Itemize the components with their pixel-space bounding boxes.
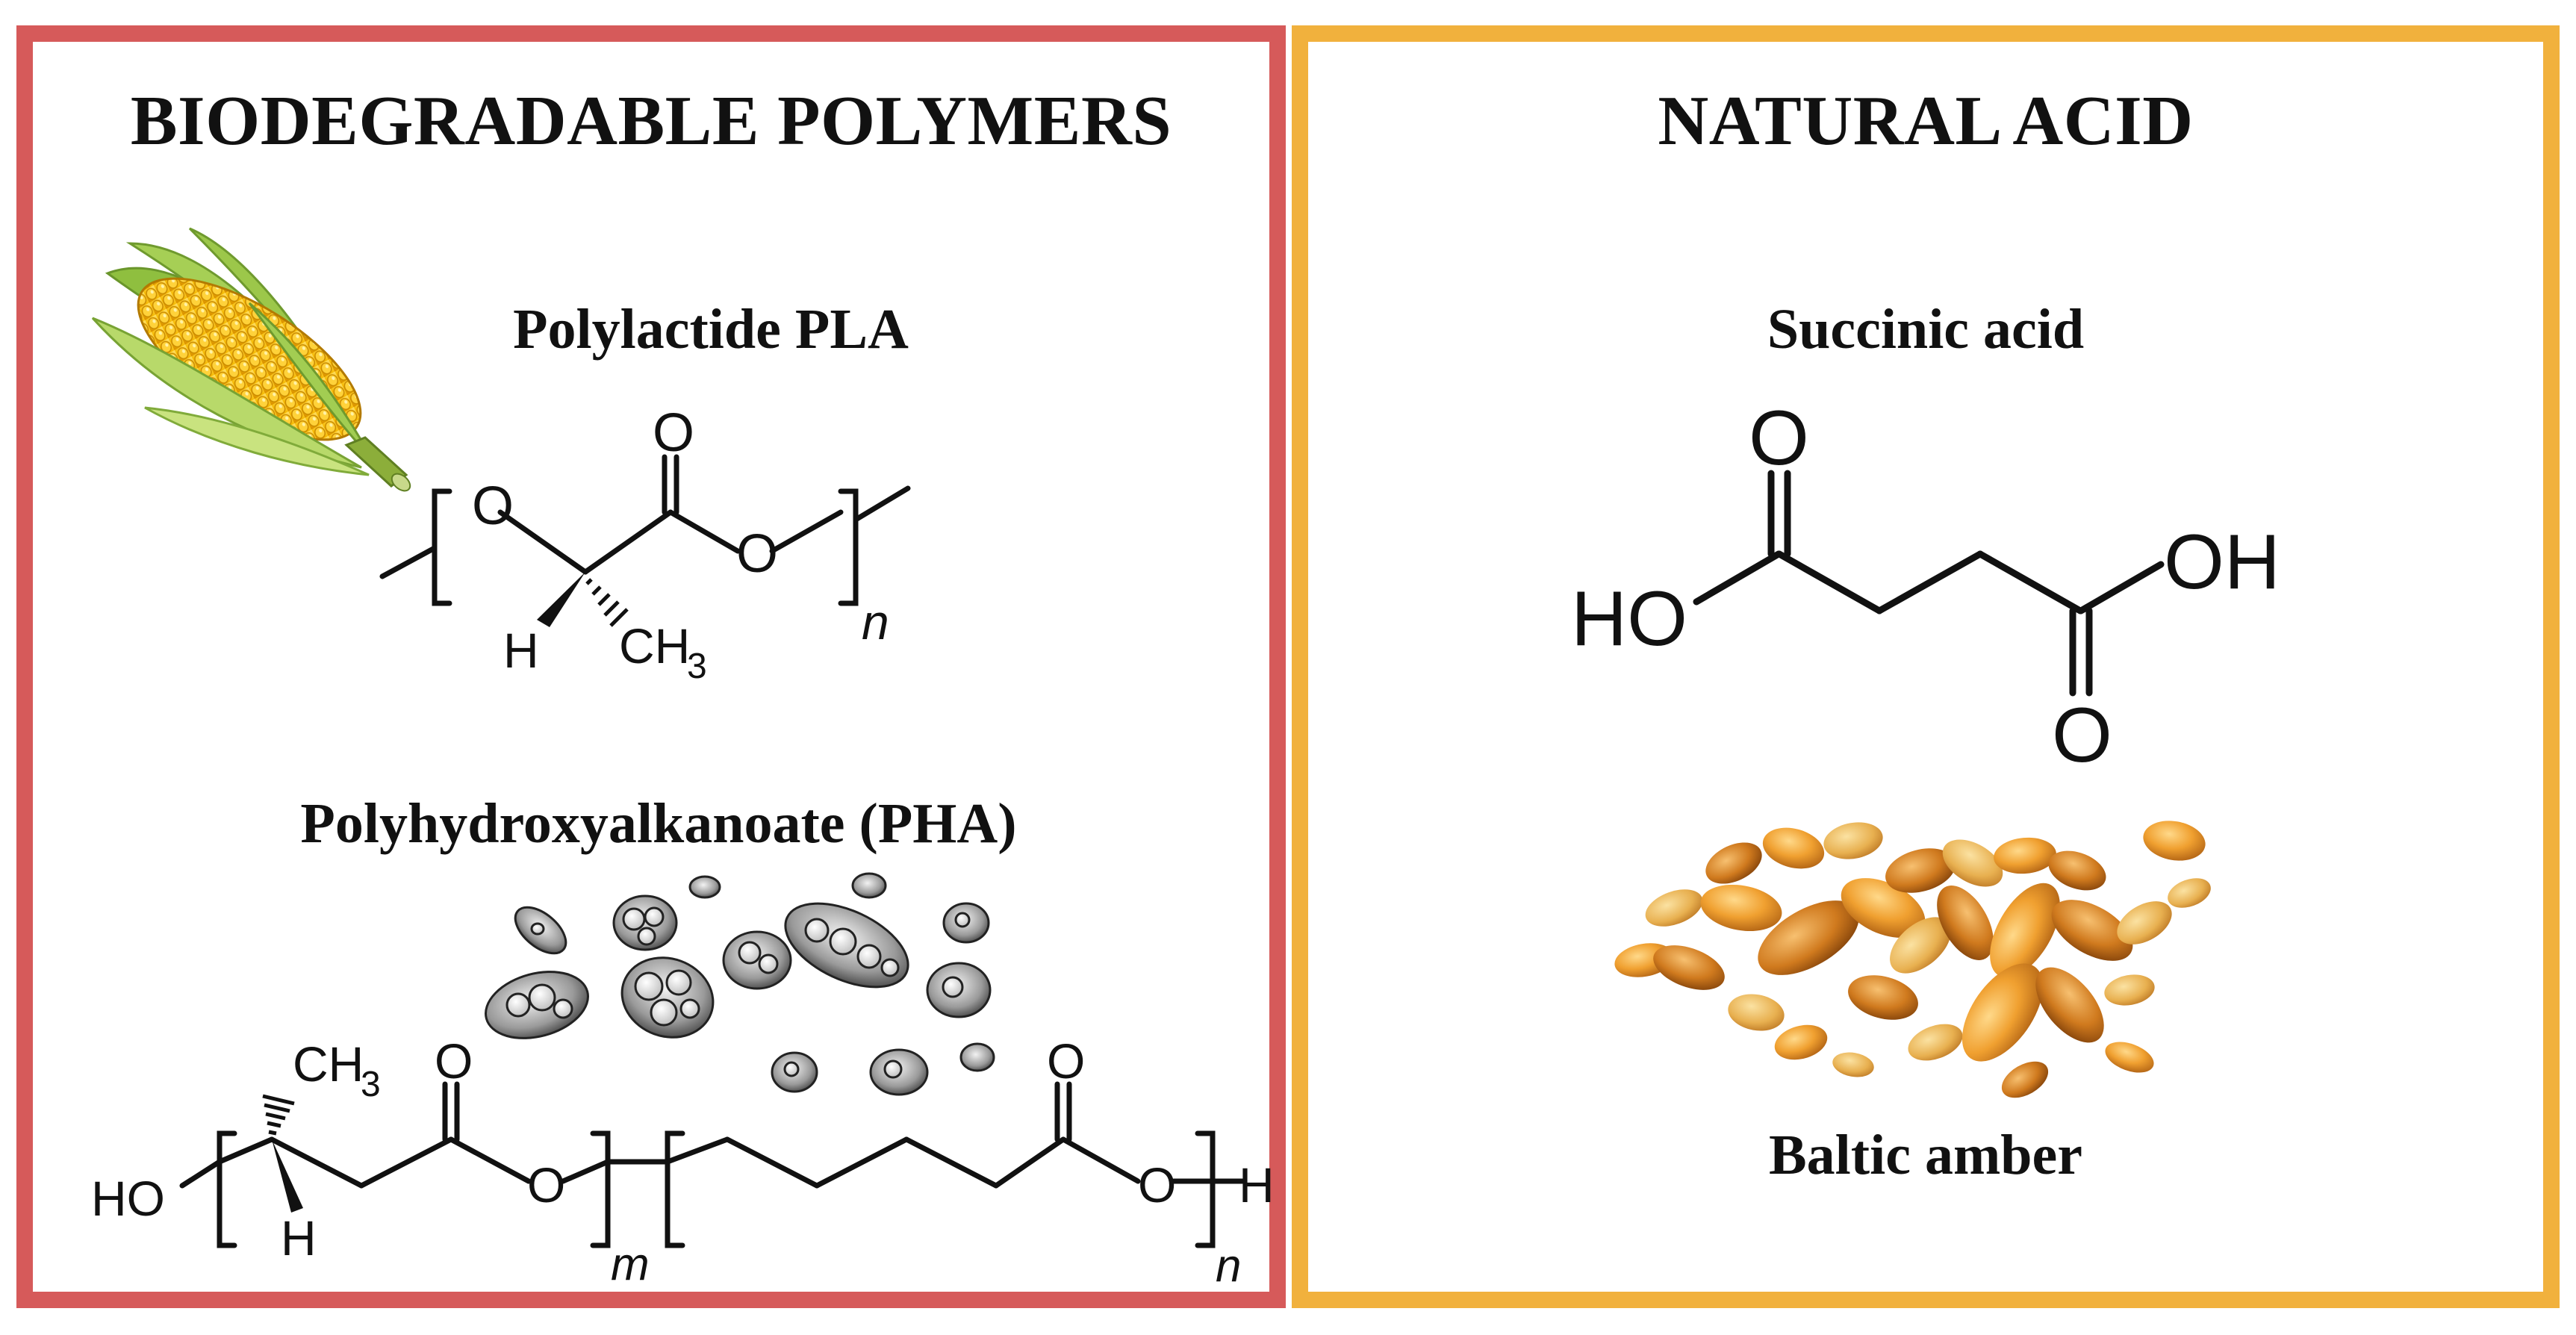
panel-title-biodegradable-polymers: BIODEGRADABLE POLYMERS: [130, 82, 1172, 160]
natural-acid-panel: NATURAL ACID Succinic acid O O HO OH: [1292, 25, 2560, 1308]
pla-structure: O O O H CH 3 n: [379, 403, 911, 686]
pha-o-carbonyl-1: O: [435, 1033, 473, 1089]
pha-ch3-subscript: 3: [361, 1065, 381, 1104]
biodegradable-polymers-panel: BIODEGRADABLE POLYMERS Polylac: [16, 25, 1286, 1308]
pla-n: n: [862, 594, 889, 650]
pla-right-bracket: [838, 488, 859, 606]
succinic-acid-label: Succinic acid: [1767, 298, 2085, 361]
pha-h-end: H: [1239, 1157, 1275, 1213]
baltic-amber-label: Baltic amber: [1768, 1124, 2082, 1186]
pha-o-carbonyl-2: O: [1047, 1033, 1085, 1089]
succinic-acid-structure: O O HO OH: [1571, 395, 2280, 779]
pha-n-left-bracket: [665, 1130, 685, 1248]
pha-label: Polyhydroxyalkanoate (PHA): [300, 792, 1017, 855]
pha-n: n: [1216, 1240, 1241, 1292]
pha-n-right-bracket: [1195, 1130, 1216, 1248]
pla-ch3-subscript: 3: [687, 647, 707, 686]
pla-label: Polylactide PLA: [513, 298, 909, 361]
corn-cob-icon: [91, 227, 411, 492]
succinic-ho-left: HO: [1571, 576, 1687, 662]
pla-o-ester: O: [736, 524, 778, 584]
pha-m: m: [611, 1239, 650, 1290]
succinic-oh-right: OH: [2164, 519, 2280, 606]
pha-hashed-bond: [262, 1094, 295, 1136]
pla-ch3: CH: [619, 618, 690, 673]
amber-stones-icon: [1614, 821, 2211, 1098]
pha-h: H: [281, 1210, 317, 1266]
pha-ho: HO: [91, 1171, 165, 1226]
succinic-o-bottom: O: [2052, 692, 2112, 779]
pla-o-ring: O: [472, 476, 514, 536]
pla-hashed-bond: [585, 578, 629, 627]
pha-m-right-bracket: [590, 1130, 611, 1248]
succinic-o-top: O: [1749, 395, 1809, 482]
pla-h: H: [503, 623, 539, 678]
pha-o-ester-1: O: [527, 1157, 565, 1213]
panel-title-natural-acid: NATURAL ACID: [1658, 82, 2194, 160]
pha-m-left-bracket: [217, 1130, 237, 1248]
pha-ch3: CH: [293, 1036, 364, 1092]
pha-structure: HO CH 3 H O O O O H m n: [91, 1033, 1275, 1292]
pha-o-ester-2: O: [1138, 1157, 1176, 1213]
bacteria-cells-icon: [485, 872, 995, 1096]
pla-o-carbonyl: O: [653, 403, 694, 463]
